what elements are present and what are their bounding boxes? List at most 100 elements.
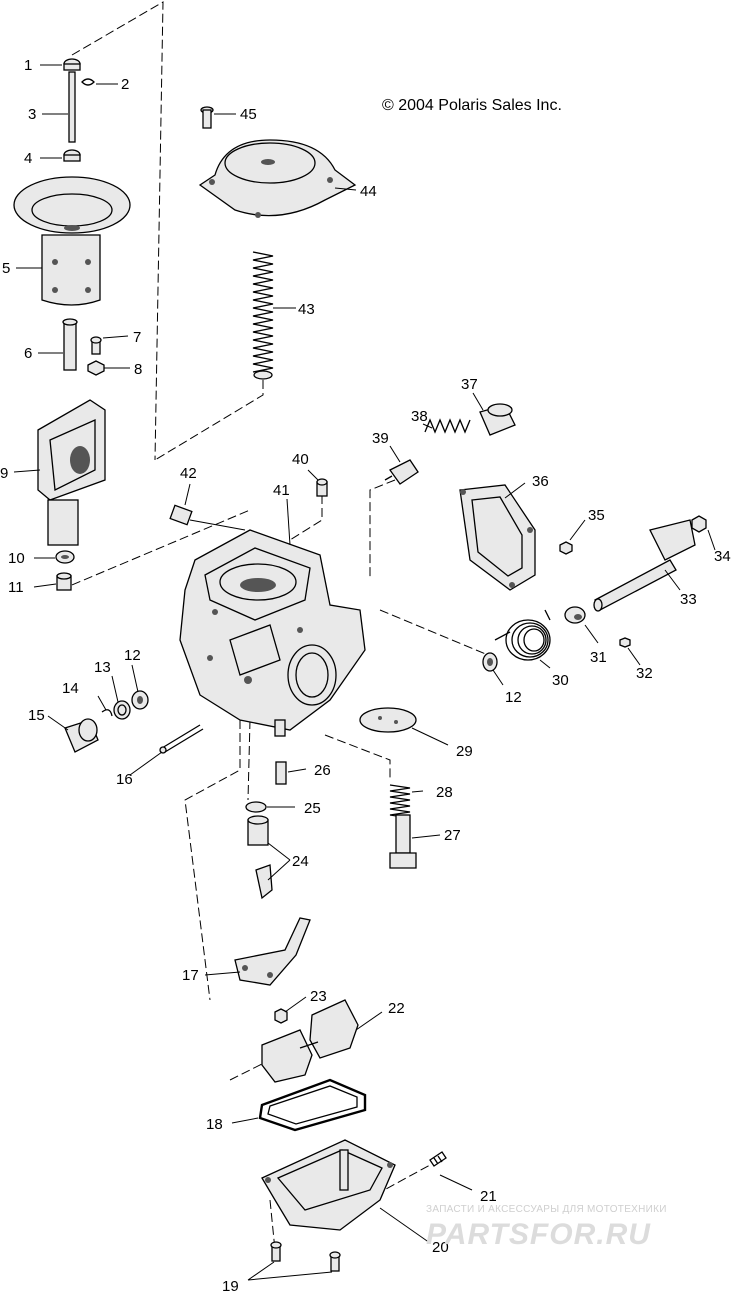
part-27-screw [389, 814, 417, 869]
part-31-bushing [564, 606, 586, 624]
callout-1: 1 [24, 57, 32, 74]
callout-19: 19 [222, 1278, 239, 1294]
callout-41: 41 [273, 482, 290, 499]
callout-36: 36 [532, 473, 549, 490]
callout-42: 42 [180, 465, 197, 482]
part-36-gasket [459, 484, 536, 591]
part-42-pilot-screw [169, 504, 193, 526]
callout-8: 8 [134, 361, 142, 378]
callout-2: 2 [121, 76, 129, 93]
part-45-screw [200, 106, 214, 129]
copyright-text: © 2004 Polaris Sales Inc. [382, 97, 562, 114]
part-23-screw [274, 1008, 288, 1024]
watermark-logo: PARTSFOR.RU [426, 1218, 651, 1251]
callout-18: 18 [206, 1116, 223, 1133]
part-28-spring [389, 784, 411, 819]
part-25-o-ring [245, 801, 267, 813]
watermark: ЗАПАСТИ И АКСЕССУАРЫ ДЛЯ МОТОТЕХНИКИ PAR… [426, 1204, 667, 1251]
callout-43: 43 [298, 301, 315, 318]
part-35-screw [559, 541, 573, 555]
part-38-spring [424, 418, 471, 434]
callout-9: 9 [0, 465, 8, 482]
part-44-top-cover [198, 139, 357, 218]
part-41-carburetor-body [179, 529, 366, 737]
part-10-o-ring [55, 550, 75, 564]
part-3-needle-rod [68, 71, 76, 143]
part-24-needle-jet [247, 815, 273, 900]
callout-32: 32 [636, 665, 653, 682]
part-18-float-bowl-gasket [258, 1078, 367, 1132]
callout-15: 15 [28, 707, 45, 724]
watermark-tagline: ЗАПАСТИ И АКСЕССУАРЫ ДЛЯ МОТОТЕХНИКИ [426, 1204, 667, 1215]
callout-17: 17 [182, 967, 199, 984]
part-8-nut [87, 360, 105, 376]
part-13-o-ring [113, 700, 131, 720]
callout-13: 13 [94, 659, 111, 676]
callout-labels: 1 2 3 4 5 6 7 8 9 10 11 12 12 13 14 15 1… [0, 57, 731, 1295]
callout-12-right: 12 [505, 689, 522, 706]
callout-10: 10 [8, 550, 25, 567]
callout-33: 33 [680, 591, 697, 608]
callout-22: 22 [388, 1000, 405, 1017]
part-39-needle-valve [384, 459, 419, 485]
part-6-pin [62, 318, 78, 371]
callout-40: 40 [292, 451, 309, 468]
part-26-jet [275, 761, 287, 785]
part-12-washer-right [482, 652, 498, 672]
part-34-screw [691, 515, 707, 533]
part-40-plug [316, 478, 328, 497]
part-5-diaphragm-slide [13, 176, 131, 306]
callout-6: 6 [24, 345, 32, 362]
callout-31: 31 [590, 649, 607, 666]
callout-11: 11 [8, 579, 24, 596]
part-30-coil-spring [494, 609, 551, 661]
part-14-clip [101, 709, 113, 717]
part-7-screw [90, 336, 102, 355]
part-43-spring [252, 251, 274, 380]
callout-24: 24 [292, 853, 309, 870]
callout-44: 44 [360, 183, 377, 200]
part-12-washer-left [131, 690, 149, 710]
callout-26: 26 [314, 762, 331, 779]
part-19-screws [270, 1241, 341, 1272]
callout-25: 25 [304, 800, 321, 817]
part-2-clip [81, 78, 95, 86]
part-15-cap [64, 718, 99, 753]
callout-28: 28 [436, 784, 453, 801]
callout-34: 34 [714, 548, 731, 565]
callout-20: 20 [432, 1239, 449, 1256]
callout-16: 16 [116, 771, 133, 788]
callout-38: 38 [411, 408, 428, 425]
callout-45: 45 [240, 106, 257, 123]
part-9-throttle-valve [37, 399, 106, 546]
part-11-jet [56, 572, 72, 591]
callout-5: 5 [2, 260, 10, 277]
callout-39: 39 [372, 430, 389, 447]
callout-35: 35 [588, 507, 605, 524]
callout-29: 29 [456, 743, 473, 760]
part-22-float [261, 999, 359, 1083]
callout-30: 30 [552, 672, 569, 689]
callout-12-left: 12 [124, 647, 141, 664]
assembly-lines [59, 1, 501, 1251]
callout-14: 14 [62, 680, 79, 697]
part-32-screw [619, 637, 631, 648]
part-16-screw [159, 724, 204, 754]
callout-4: 4 [24, 150, 32, 167]
part-21-drain-screw [429, 1151, 447, 1167]
callout-7: 7 [133, 329, 141, 346]
callout-23: 23 [310, 988, 327, 1005]
callout-37: 37 [461, 376, 478, 393]
part-37-cap [479, 403, 516, 436]
part-33-accelerator-shaft [593, 519, 696, 612]
part-1-cap-nut [63, 58, 81, 71]
leader-lines [13, 64, 716, 1281]
callout-3: 3 [28, 106, 36, 123]
part-29-plate [359, 707, 417, 733]
callout-27: 27 [444, 827, 461, 844]
part-20-float-bowl [261, 1139, 396, 1231]
part-4-washer [63, 149, 81, 162]
part-17-bracket [234, 917, 311, 986]
callout-21: 21 [480, 1188, 497, 1205]
